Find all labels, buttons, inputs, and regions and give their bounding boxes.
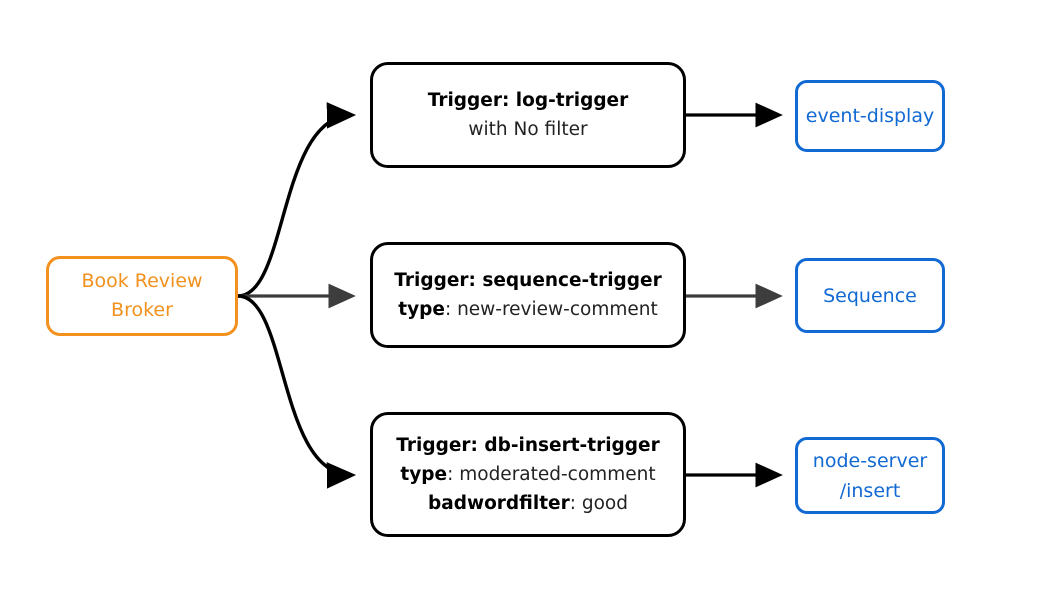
db-insert-trigger-detail-0: type: moderated-comment bbox=[400, 460, 655, 489]
broker-label-line2: Broker bbox=[111, 299, 173, 321]
node-db-insert-trigger[interactable]: Trigger: db-insert-trigger type: moderat… bbox=[370, 412, 686, 537]
node-server-label-line2: /insert bbox=[839, 479, 901, 502]
db-insert-trigger-title: Trigger: db-insert-trigger bbox=[396, 435, 660, 456]
db-insert-trigger-detail-0-key: type bbox=[400, 464, 448, 485]
edge-broker-to-log-trigger bbox=[237, 102, 357, 298]
node-node-server-insert[interactable]: node-server /insert bbox=[795, 437, 945, 514]
sequence-trigger-detail-0-value: : new-review-comment bbox=[444, 299, 658, 320]
broker-label-line1: Book Review bbox=[81, 270, 203, 292]
sequence-trigger-detail-0-key: type bbox=[398, 299, 445, 320]
db-insert-trigger-detail-1: badwordfilter: good bbox=[428, 489, 628, 518]
node-event-display[interactable]: event-display bbox=[795, 80, 945, 152]
node-server-label-line1: node-server bbox=[812, 449, 928, 472]
node-log-trigger[interactable]: Trigger: log-trigger with No filter bbox=[370, 62, 686, 168]
sequence-trigger-title: Trigger: sequence-trigger bbox=[394, 270, 662, 291]
sequence-trigger-detail-0: type: new-review-comment bbox=[398, 295, 657, 324]
node-book-review-broker[interactable]: Book Review Broker bbox=[46, 256, 238, 336]
node-sequence-trigger[interactable]: Trigger: sequence-trigger type: new-revi… bbox=[370, 242, 686, 348]
node-sequence[interactable]: Sequence bbox=[795, 258, 945, 333]
sequence-label: Sequence bbox=[823, 284, 917, 307]
event-display-label: event-display bbox=[805, 105, 935, 127]
db-insert-trigger-detail-0-value: : moderated-comment bbox=[447, 464, 656, 485]
log-trigger-detail-0-value: with No filter bbox=[468, 119, 588, 140]
db-insert-trigger-detail-1-value: : good bbox=[569, 493, 628, 514]
log-trigger-detail-0: with No filter bbox=[468, 115, 587, 144]
db-insert-trigger-detail-1-key: badwordfilter bbox=[428, 493, 570, 514]
log-trigger-title: Trigger: log-trigger bbox=[427, 90, 629, 111]
edge-broker-to-db-insert-trigger bbox=[237, 294, 357, 489]
